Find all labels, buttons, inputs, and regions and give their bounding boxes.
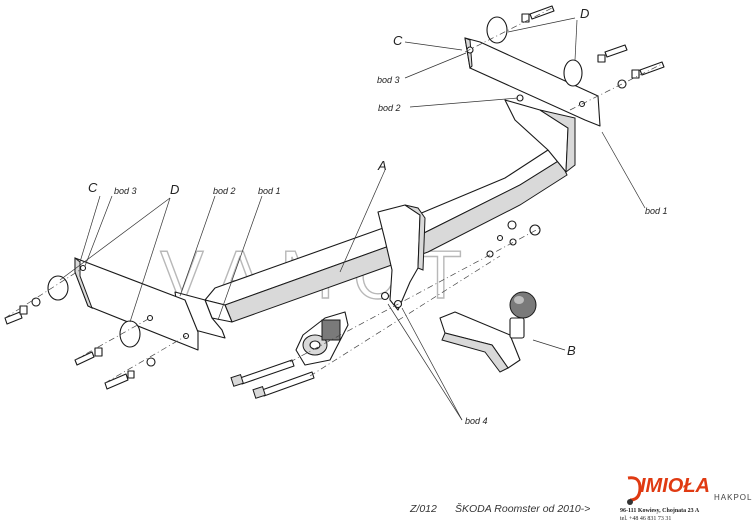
label-a: A xyxy=(377,158,387,173)
side-bracket-right xyxy=(464,37,601,127)
label-c-right: C xyxy=(393,33,403,48)
socket-plate xyxy=(295,311,349,366)
assembly-lines xyxy=(4,7,663,384)
label-bod3-left: bod 3 xyxy=(114,186,137,196)
fasteners-left xyxy=(4,275,156,390)
brand-hook-icon xyxy=(627,476,642,502)
tow-ball-b xyxy=(439,291,537,373)
label-bod4: bod 4 xyxy=(465,416,488,426)
footer: Z/012 ŠKODA Roomster od 2010-> xyxy=(409,502,590,515)
brand-address: 96-111 Kowiesy, Chojnata 23 A xyxy=(620,508,700,514)
label-bod1-right: bod 1 xyxy=(645,206,668,216)
model-code: Z/012 xyxy=(409,503,437,515)
bolts-center xyxy=(230,359,315,399)
label-bod1-left: bod 1 xyxy=(258,186,281,196)
brand-name: IMIOŁA xyxy=(640,475,710,497)
leader-lines xyxy=(59,17,646,421)
label-bod2-left: bod 2 xyxy=(213,186,236,196)
model-name: ŠKODA Roomster od 2010-> xyxy=(455,502,590,515)
side-bracket-left xyxy=(74,256,199,351)
label-b: B xyxy=(567,343,576,358)
label-c-left: C xyxy=(88,180,98,195)
nuts-center xyxy=(486,220,541,258)
crossbar-a xyxy=(174,99,576,339)
label-bod3-right: bod 3 xyxy=(377,75,400,85)
brand-subname: HAKPOL xyxy=(714,493,752,502)
brand-phone: tel. +48 46 831 73 31 xyxy=(620,516,671,522)
label-d-right: D xyxy=(580,6,589,21)
callout-labels: A B C D bod 3 bod 2 bod 1 C bod 3 D bod … xyxy=(88,6,668,426)
label-bod2-right: bod 2 xyxy=(378,103,401,113)
brand-logo: IMIOŁA HAKPOL 96-111 Kowiesy, Chojnata 2… xyxy=(620,475,752,522)
label-d-left: D xyxy=(170,182,179,197)
